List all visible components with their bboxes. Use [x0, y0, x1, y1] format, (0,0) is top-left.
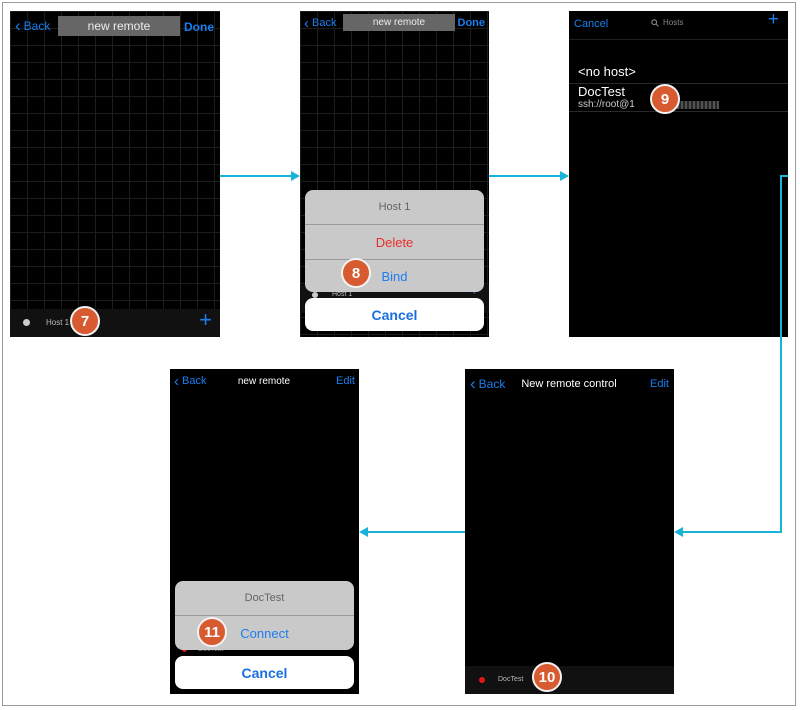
back-label: Back — [478, 377, 506, 391]
host-label[interactable]: DocTest — [498, 676, 524, 683]
separator — [305, 259, 484, 260]
screen-1-phone: ‹ Back new remote Done Host 1 + 7 — [10, 11, 220, 337]
back-label: Back — [23, 19, 51, 33]
cancel-button[interactable]: Cancel — [305, 298, 484, 331]
chevron-left-icon: ‹ — [15, 16, 21, 35]
action-sheet: Host 1 Delete Bind — [305, 190, 484, 292]
screen-2-phone: ‹ Back new remote Done Host 1 + Host 1 D… — [300, 11, 489, 337]
step-badge-10: 10 — [532, 662, 562, 692]
add-host-button[interactable]: + — [767, 11, 779, 30]
bind-button[interactable]: Bind — [381, 268, 408, 284]
host-item-title: <no host> — [578, 64, 636, 79]
search-placeholder: Hosts — [663, 18, 684, 27]
delete-button[interactable]: Delete — [375, 234, 414, 250]
separator — [175, 615, 354, 616]
step-badge-9: 9 — [650, 84, 680, 114]
page-title: New remote control — [521, 378, 617, 390]
edit-button[interactable]: Edit — [336, 375, 355, 387]
host-label: Host 1 — [332, 291, 353, 298]
back-button[interactable]: ‹ Back — [15, 16, 51, 35]
chevron-left-icon: ‹ — [304, 14, 309, 32]
host-bar: DocTest — [465, 666, 674, 694]
host-item-title: DocTest — [578, 84, 625, 99]
host-list-item[interactable]: <no host> — [569, 60, 788, 84]
chevron-left-icon: ‹ — [470, 374, 476, 393]
back-button[interactable]: ‹ Back — [304, 14, 337, 32]
step-badge-7: 7 — [70, 306, 100, 336]
separator — [305, 224, 484, 225]
header-separator — [569, 39, 788, 40]
host-bar: Host 1 + — [10, 307, 220, 337]
search-field[interactable]: Hosts — [651, 18, 683, 27]
page-title: new remote — [237, 376, 291, 387]
back-button[interactable]: ‹ Back — [470, 374, 506, 393]
back-button[interactable]: ‹ Back — [174, 372, 207, 390]
back-label: Back — [312, 17, 337, 29]
cancel-nav-button[interactable]: Cancel — [574, 18, 609, 30]
step-badge-11: 11 — [197, 617, 227, 647]
sheet-title: Host 1 — [378, 201, 411, 213]
remote-name-field[interactable]: new remote — [343, 14, 455, 31]
search-icon — [651, 18, 659, 27]
add-host-button[interactable]: + — [199, 307, 212, 332]
back-label: Back — [182, 375, 207, 387]
host-list-item[interactable]: DocTest ssh://root@1 — [569, 83, 788, 112]
cancel-button[interactable]: Cancel — [175, 656, 354, 689]
redacted-address — [665, 101, 719, 109]
host-label[interactable]: Host 1 — [46, 318, 70, 327]
screen-3-phone: Cancel Hosts + <no host> DocTest ssh://r… — [569, 11, 788, 337]
sheet-title: DocTest — [244, 592, 285, 604]
chevron-left-icon: ‹ — [174, 372, 179, 390]
screen-5-phone: ‹ Back new remote Edit DocTest DocTest C… — [170, 369, 359, 694]
host-status-dot — [479, 677, 485, 683]
remote-name-field[interactable]: new remote — [58, 16, 180, 36]
done-button[interactable]: Done — [184, 20, 214, 34]
connect-button[interactable]: Connect — [240, 625, 289, 641]
done-button[interactable]: Done — [457, 17, 486, 29]
step-badge-8: 8 — [341, 258, 371, 288]
host-status-dot — [23, 319, 30, 326]
screen-4-phone: ‹ Back New remote control Edit DocTest 1… — [465, 369, 674, 694]
host-status-dot — [312, 292, 318, 298]
edit-button[interactable]: Edit — [650, 378, 669, 390]
host-item-subtitle: ssh://root@1 — [578, 99, 635, 110]
